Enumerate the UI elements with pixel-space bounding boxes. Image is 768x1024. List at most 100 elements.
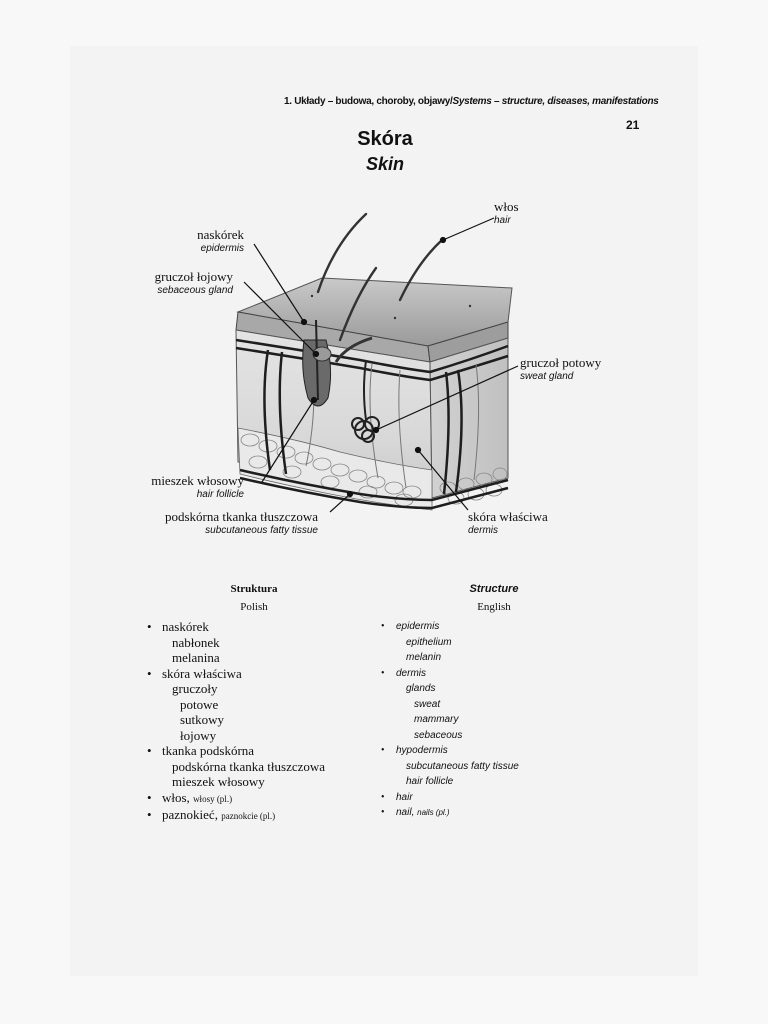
structure-item-text: glands — [406, 683, 436, 694]
dermis-side — [429, 337, 509, 499]
label-sebaceous-gland: gruczoł łojowy sebaceous gland — [140, 270, 233, 298]
structure-item-text: nail, — [396, 807, 418, 818]
bullet-marker: • — [147, 743, 152, 758]
blood-vessels — [235, 338, 509, 510]
label-dermis-en: dermis — [468, 525, 499, 536]
structure-item: • epidermis — [381, 619, 519, 635]
page-title-polish: Skóra — [357, 128, 413, 150]
label-sweat-en: sweat gland — [520, 371, 574, 382]
structure-item: • dermis — [381, 666, 519, 682]
label-sebaceous-en: sebaceous gland — [157, 285, 233, 296]
structure-item-plural: nails (pl.) — [417, 808, 450, 817]
label-hair: włos hair — [494, 200, 519, 228]
label-subcutaneous-pl: podskórna tkanka tłuszczowa — [164, 509, 318, 524]
structure-item-text: hypodermis — [396, 745, 448, 756]
structure-heading-english: Structure — [469, 583, 519, 595]
structure-item-text: mammary — [414, 714, 459, 725]
structure-item: sweat — [396, 697, 519, 713]
structure-item-text: tkanka podskórna — [162, 743, 255, 758]
structure-item-text: paznokieć, — [162, 807, 222, 822]
structure-item-text: sebaceous — [414, 729, 463, 741]
structure-heading-polish: Struktura — [230, 583, 278, 595]
hair-shafts — [316, 212, 444, 342]
leader-lines — [243, 217, 519, 513]
bullet-marker: • — [147, 619, 152, 634]
header-polish: 1. Układy – budowa, choroby, objawy/ — [284, 96, 453, 107]
structure-item: mammary — [396, 712, 519, 728]
label-sweat-gland: gruczoł potowy sweat gland — [520, 356, 601, 384]
structure-item-text: nabłonek — [172, 634, 220, 650]
structure-item-text: epidermis — [396, 621, 440, 632]
label-follicle-en: hair follicle — [196, 489, 244, 500]
label-hair-en: hair — [494, 215, 511, 226]
label-follicle-pl: mieszek włosowy — [151, 473, 244, 488]
structure-item-text: łojowy — [180, 727, 217, 743]
structure-item: potowe — [162, 697, 325, 713]
structure-item-text: skóra właściwa — [162, 665, 242, 681]
structure-item-text: sutkowy — [180, 712, 225, 727]
structure-item-text: naskórek — [162, 619, 209, 634]
structure-item: • paznokieć, paznokcie (pl.) — [147, 807, 325, 825]
bullet-marker: • — [381, 621, 385, 632]
label-dermis: skóra właściwa dermis — [468, 510, 548, 538]
bullet-marker: • — [147, 665, 152, 681]
fat-layer-front — [237, 427, 433, 511]
structure-subheading-english: English — [477, 601, 511, 613]
structure-item: mieszek włosowy — [162, 774, 325, 790]
label-subcutaneous-tissue: podskórna tkanka tłuszczowa subcutaneous… — [148, 510, 318, 538]
structure-item: hair follicle — [396, 774, 519, 790]
structure-item-plural: włosy (pl.) — [193, 793, 233, 804]
structure-item-plural: paznokcie (pl.) — [221, 811, 276, 821]
structure-item-text: sweat — [414, 698, 441, 710]
bullet-marker: • — [381, 791, 385, 803]
structure-list-english: • epidermis epithelium melanin • dermis glands… — [381, 619, 519, 821]
structure-item-text: melanina — [172, 650, 220, 665]
label-epidermis-en: epidermis — [200, 243, 244, 254]
structure-item: • hypodermis — [381, 743, 519, 759]
structure-item: sebaceous — [396, 728, 519, 744]
label-epidermis: naskórek epidermis — [152, 228, 244, 256]
structure-item: glands — [396, 681, 519, 697]
structure-item-text: epithelium — [406, 636, 452, 648]
bullet-marker: • — [381, 745, 385, 756]
header-english: Systems – structure, diseases, manifesta… — [452, 96, 659, 107]
structure-item: gruczoły — [162, 681, 325, 697]
structure-item: • hair — [381, 790, 519, 806]
structure-item-text: potowe — [180, 696, 219, 712]
bullet-marker: • — [147, 807, 152, 822]
structure-item: sutkowy — [162, 712, 325, 728]
page-sheet — [70, 46, 698, 976]
structure-item-text: melanin — [406, 652, 442, 663]
structure-item: • skóra właściwa — [147, 665, 325, 682]
bullet-marker: • — [381, 807, 385, 818]
label-hair-pl: włos — [494, 199, 519, 214]
structure-item: • tkanka podskórna — [147, 743, 325, 759]
structure-item: melanin — [396, 650, 519, 666]
structure-item-text: hair follicle — [406, 776, 454, 787]
structure-item-text: podskórna tkanka tłuszczowa — [172, 758, 326, 774]
structure-item: podskórna tkanka tłuszczowa — [162, 759, 325, 775]
structure-item: melanina — [162, 650, 325, 666]
structure-item-text: hair — [396, 791, 413, 803]
bullet-marker: • — [147, 789, 152, 805]
label-sebaceous-pl: gruczoł łojowy — [154, 269, 233, 284]
structure-item-text: mieszek włosowy — [172, 774, 265, 789]
running-header: 1. Układy – budowa, choroby, objawy/Syst… — [284, 96, 659, 107]
label-sweat-pl: gruczoł potowy — [520, 355, 602, 370]
structure-item: epithelium — [396, 635, 519, 651]
page-title-english: Skin — [365, 154, 404, 174]
structure-item: łojowy — [162, 728, 325, 744]
structure-item: subcutaneous fatty tissue — [396, 759, 519, 775]
structure-item-text: włos, — [162, 789, 194, 805]
structure-subheading-polish: Polish — [240, 601, 268, 613]
label-epidermis-pl: naskórek — [197, 227, 244, 242]
structure-item: • naskórek — [147, 619, 325, 635]
page-number: 21 — [626, 118, 640, 132]
structure-item-text: subcutaneous fatty tissue — [406, 760, 519, 772]
bullet-marker: • — [381, 667, 385, 679]
structure-item: • nail, nails (pl.) — [381, 805, 519, 821]
structure-item-text: dermis — [396, 667, 427, 679]
label-hair-follicle: mieszek włosowy hair follicle — [138, 474, 244, 502]
